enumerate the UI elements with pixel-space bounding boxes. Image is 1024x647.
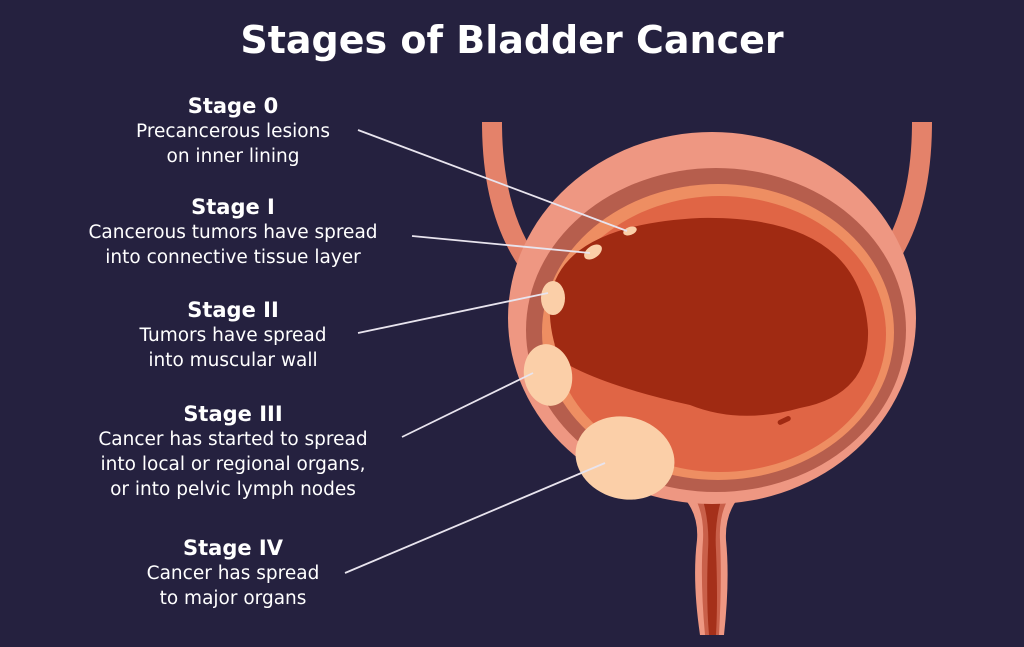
- tumor-stage-1: [584, 244, 602, 260]
- stage-2-label: Stage II Tumors have spread into muscula…: [40, 297, 426, 373]
- stage-description: or into pelvic lymph nodes: [110, 479, 356, 500]
- stage-3-label: Stage III Cancer has started to spread i…: [40, 401, 426, 502]
- stage-description: Precancerous lesions: [136, 121, 330, 142]
- stage-description: on inner lining: [166, 146, 300, 167]
- stage-description: Tumors have spread: [139, 325, 327, 346]
- leader-line-stage-3: [401, 372, 534, 438]
- stage-description: Cancerous tumors have spread: [88, 222, 378, 243]
- tumor-stage-0: [623, 226, 637, 236]
- page-title: Stages of Bladder Cancer: [240, 18, 784, 62]
- stage-description: into muscular wall: [148, 350, 318, 371]
- left-ureter: [482, 121, 537, 268]
- lumen: [549, 217, 869, 416]
- stage-description: into local or regional organs,: [100, 454, 366, 475]
- stage-heading: Stage II: [187, 298, 279, 322]
- stage-4-label: Stage IV Cancer has spread to major orga…: [40, 535, 426, 611]
- leader-line-stage-4: [344, 462, 606, 574]
- leader-line-stage-2: [357, 292, 549, 334]
- stage-1-label: Stage I Cancerous tumors have spread int…: [40, 194, 426, 270]
- stage-0-label: Stage 0 Precancerous lesions on inner li…: [40, 93, 426, 169]
- leader-line-stage-1: [411, 235, 591, 254]
- stage-heading: Stage I: [191, 195, 275, 219]
- stage-description: Cancer has started to spread: [98, 429, 368, 450]
- leader-line-stage-0: [357, 129, 628, 232]
- tumor-stage-2: [541, 281, 565, 315]
- tumor-stage-4: [575, 416, 675, 500]
- stage-heading: Stage III: [183, 402, 283, 426]
- stage-description: Cancer has spread: [146, 563, 320, 584]
- stage-description: into connective tissue layer: [105, 247, 361, 268]
- stage-description: to major organs: [159, 588, 307, 609]
- stage-heading: Stage 0: [187, 94, 279, 118]
- tumor-stage-3: [523, 344, 573, 406]
- stage-heading: Stage IV: [183, 536, 283, 560]
